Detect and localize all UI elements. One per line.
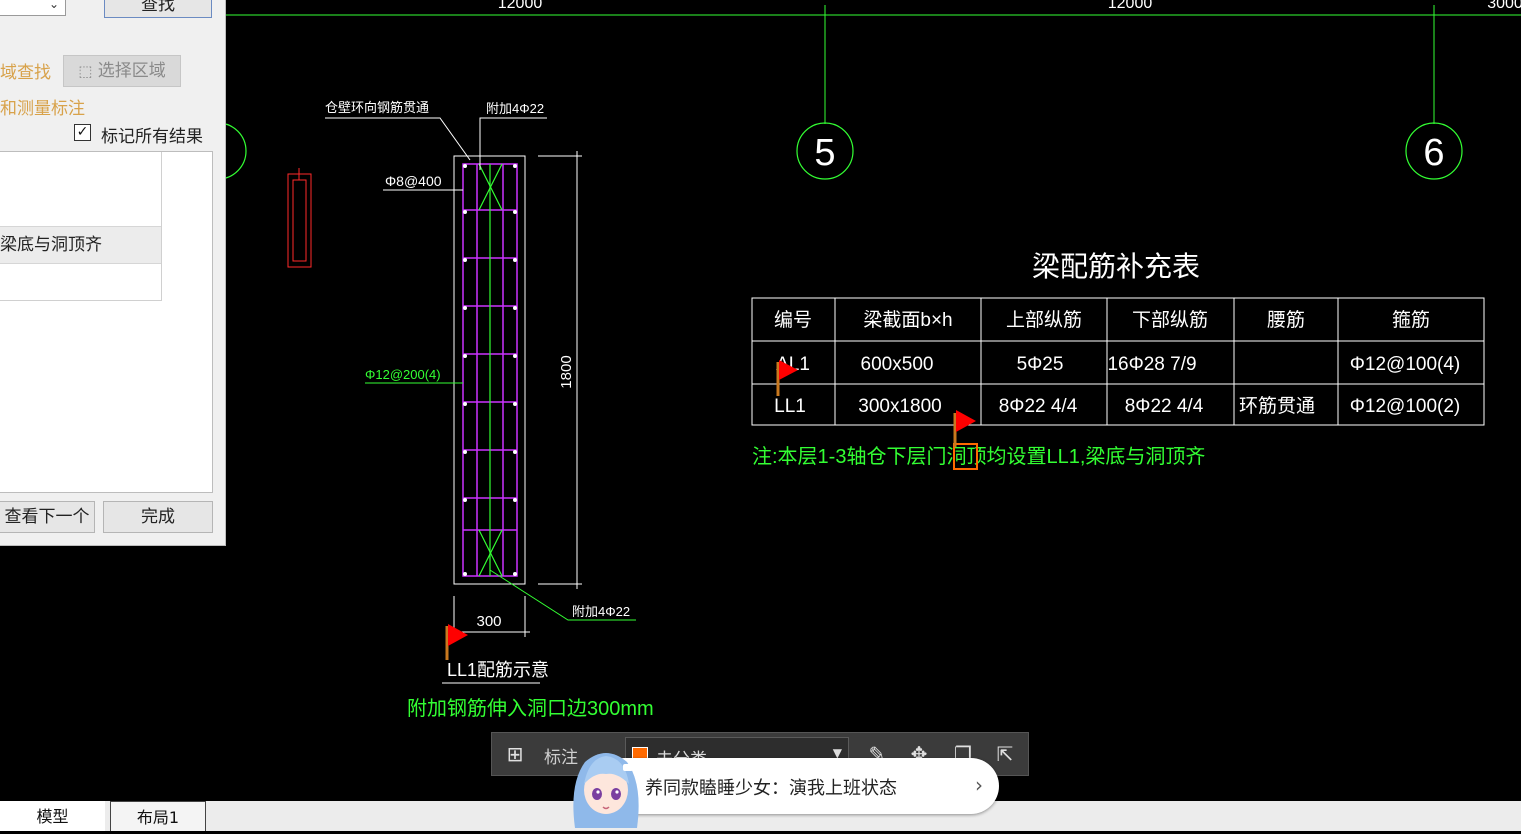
table-note-highlight: LL1 — [1046, 446, 1079, 468]
result-flag-icon[interactable] — [445, 624, 468, 660]
done-button[interactable]: 完成 — [103, 501, 213, 533]
table-grid — [751, 297, 1485, 426]
table-cell: Φ12@100(4) — [1350, 354, 1461, 375]
region-search-label: 域查找 — [0, 63, 51, 83]
table-note: 注:本层1-3轴仓下层门洞顶均设置LL1,梁底与洞顶齐 — [752, 445, 1205, 468]
table-header-section: 梁截面b×h — [863, 309, 952, 331]
chevron-down-icon: ▼ — [832, 746, 842, 760]
column-inner — [292, 179, 307, 262]
note-stirrup: Φ8@400 — [385, 173, 442, 189]
list-item[interactable]: 梁底与洞顶齐 — [0, 226, 161, 264]
tab-model[interactable]: 模型 — [0, 801, 105, 831]
table-header-waist-bar: 腰筋 — [1267, 309, 1305, 331]
find-replace-panel: ⌄ 查找 域查找 ⬚ 选择区域 和测量标注 ✓ 标记所有结果 梁底与洞顶齐 查看… — [0, 0, 226, 546]
anime-avatar[interactable] — [565, 744, 647, 828]
table-cell: 5Φ25 — [1017, 354, 1064, 375]
beam-section-outline — [453, 155, 526, 585]
table-cell: 8Φ22 4/4 — [999, 396, 1078, 417]
select-region-button[interactable]: ⬚ 选择区域 — [63, 55, 181, 87]
axis-dimension-2: 12000 — [1108, 0, 1153, 12]
results-column: 梁底与洞顶齐 — [0, 152, 162, 301]
table-cell: 300x1800 — [858, 396, 941, 417]
table-title: 梁配筋补充表 — [1032, 251, 1200, 282]
mark-all-checkbox[interactable]: ✓ — [74, 124, 91, 141]
table-cell: Φ12@100(2) — [1350, 396, 1461, 417]
table-cell: 8Φ22 4/4 — [1125, 396, 1204, 417]
column-outline — [287, 173, 312, 268]
promo-text: 养同款瞌睡少女：演我上班状态 — [645, 778, 897, 799]
table-cell: LL1 — [774, 396, 806, 417]
table-header-id: 编号 — [774, 309, 812, 331]
table-cell: 16Φ28 7/9 — [1107, 354, 1196, 375]
find-button[interactable]: 查找 — [104, 0, 212, 18]
section-title: LL1配筋示意 — [447, 660, 549, 680]
leader-add-rebar-bottom — [489, 569, 636, 621]
select-region-label: 选择区域 — [97, 61, 166, 81]
axis-label-6: 6 — [1423, 132, 1444, 174]
search-scope-dropdown[interactable]: ⌄ — [0, 0, 66, 16]
table-header-top-bar: 上部纵筋 — [1006, 309, 1082, 331]
measure-label: 和测量标注 — [0, 99, 85, 119]
axis-bubble-5 — [796, 122, 854, 180]
note-side-bar: Φ12@200(4) — [365, 367, 441, 382]
axis-dimension-1: 12000 — [498, 0, 543, 12]
leader-rebar-through — [325, 117, 471, 161]
beam-diagonal-bars — [478, 163, 503, 577]
width-dimension: 300 — [476, 613, 501, 630]
note-add-rebar-bottom: 附加4Φ22 — [572, 604, 630, 619]
promo-banner[interactable]: 养同款瞌睡少女：演我上班状态 › — [597, 758, 999, 814]
table-note-suffix: ,梁底与洞顶齐 — [1080, 445, 1206, 468]
grid-menu-icon[interactable]: ⊞ — [506, 742, 524, 766]
table-note-prefix: 注:本层1-3轴仓下层门洞顶均设置 — [752, 445, 1046, 468]
search-hit-highlight-box[interactable] — [953, 443, 978, 470]
extend-note: 附加钢筋伸入洞口边300mm — [407, 697, 654, 720]
mark-all-label[interactable]: 标记所有结果 — [101, 127, 203, 147]
table-header-stirrup: 箍筋 — [1392, 309, 1430, 331]
tab-layout1[interactable]: 布局1 — [110, 801, 206, 831]
axis-bubble-6 — [1405, 122, 1463, 180]
chevron-down-icon: ⌄ — [48, 0, 59, 11]
table-header-bottom-bar: 下部纵筋 — [1132, 309, 1208, 331]
select-region-icon: ⬚ — [78, 62, 93, 80]
beam-rebar-dots — [463, 164, 517, 576]
height-dimension: 1800 — [558, 355, 575, 388]
toolbar-label: 标注 — [544, 748, 578, 768]
axis-label-5: 5 — [814, 132, 835, 174]
chevron-right-icon[interactable]: › — [975, 773, 983, 797]
note-rebar-through: 仓壁环向钢筋贯通 — [325, 100, 429, 115]
table-cell: 环筋贯通 — [1239, 395, 1315, 417]
results-list[interactable]: 梁底与洞顶齐 — [0, 151, 213, 493]
axis-dimension-3: 3000 — [1487, 0, 1521, 12]
leader-add-rebar-top — [479, 117, 547, 170]
result-flag-icon[interactable] — [776, 360, 798, 396]
result-flag-icon[interactable] — [953, 410, 976, 447]
note-add-rebar-top: 附加4Φ22 — [486, 101, 544, 116]
table-cell: 600x500 — [861, 354, 934, 375]
view-next-button[interactable]: 查看下一个 — [0, 501, 95, 533]
export-icon[interactable]: ⇱ — [996, 742, 1014, 766]
